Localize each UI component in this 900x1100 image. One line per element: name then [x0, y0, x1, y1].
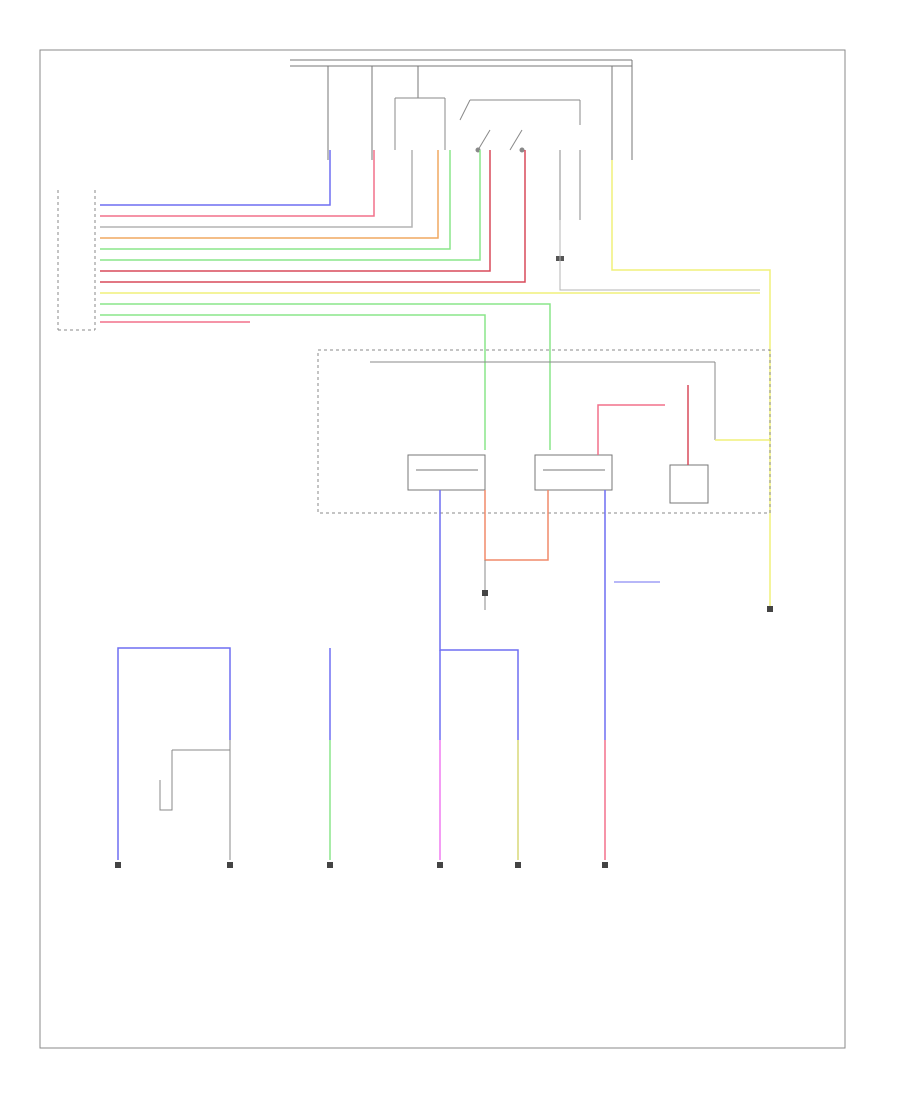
diagram-frame — [39, 49, 846, 1049]
relay-module — [317, 349, 771, 514]
left-sub-block — [159, 749, 230, 811]
lower-wires — [117, 490, 660, 860]
top-switch-block — [394, 97, 581, 261]
relay-left — [407, 454, 486, 491]
ground-terminals — [115, 590, 773, 868]
harness-wires — [100, 150, 771, 610]
relay-right — [534, 454, 613, 491]
motor-block — [669, 464, 709, 504]
left-connector-block — [57, 190, 96, 331]
top-bus — [290, 59, 633, 160]
